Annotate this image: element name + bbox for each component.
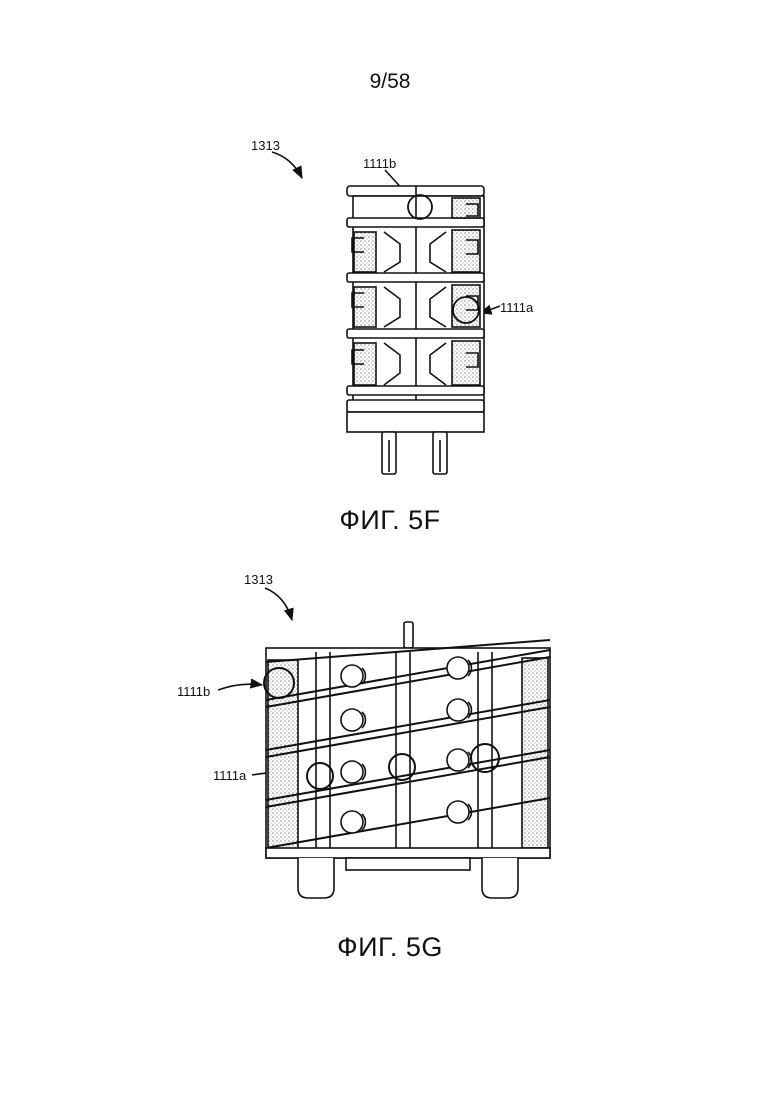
fig5f-drawing — [272, 152, 500, 474]
fig5g-arrow-1111b — [218, 684, 262, 690]
fig5g-drawing — [218, 588, 550, 898]
fig5f-arrow-1313 — [272, 152, 302, 178]
fig5g-arrow-1313 — [265, 588, 292, 620]
